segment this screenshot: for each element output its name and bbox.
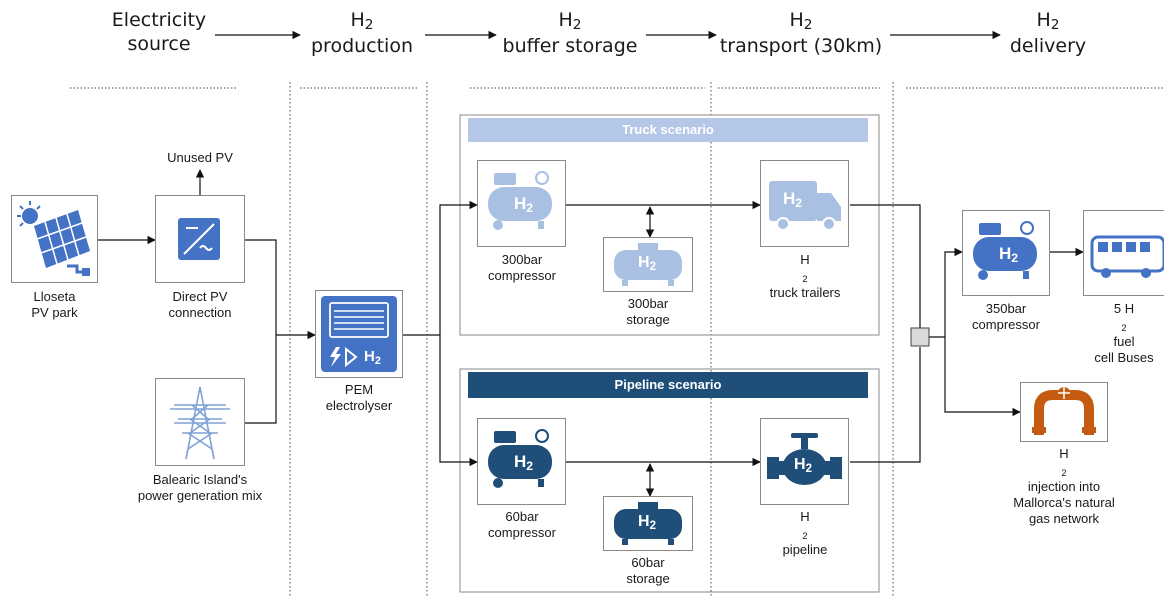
grid-node [155,378,245,466]
storage-300bar-h2-text: H2 [638,254,656,273]
junction-node [910,327,930,347]
electrolyser-icon [321,296,397,372]
storage-60bar-h2-text: H2 [638,513,656,532]
power-pylon-icon [170,386,230,460]
unused-pv-label: Unused PV [167,150,233,165]
truck-trailers-node: H2 [760,160,849,247]
truck-scenario-banner: Truck scenario [468,118,868,142]
pipeline-valve-icon [767,433,842,485]
storage-60bar-node: H2 [603,496,693,551]
compressor-icon [488,429,552,488]
pipeline-scenario-banner: Pipeline scenario [468,372,868,398]
compressor-60bar-node: H2 [477,418,566,505]
stage-title-line2: source [127,33,191,55]
pv-park-node [11,195,98,283]
compressor-350bar-h2-text: H2 [999,244,1019,266]
pipeline-h2-text: H2 [794,456,812,475]
column-separators [289,82,894,596]
stage-h2-production: H2 production [300,8,424,58]
pipeline-scenario-frame [459,368,880,593]
solar-panel-icon [17,201,90,276]
pipeline-node: H2 [760,418,849,505]
gas-pipe-icon [1032,387,1096,435]
truck-h2-text: H2 [783,189,803,211]
compressor-350bar-node: H2 [962,210,1050,296]
electrolyser-h2-text: H2 [364,348,381,367]
stage-h2-delivery: H2 delivery [1000,8,1096,58]
inverter-icon [178,218,220,260]
buses-node [1083,210,1164,296]
compressor-60bar-h2-text: H2 [514,452,534,474]
gas-injection-node [1020,382,1108,442]
storage-tank-icon [614,502,682,545]
compressor-300bar-node: H2 [477,160,566,247]
direct-pv-node [155,195,245,283]
stage-title-line1: H2 [1036,9,1060,34]
compressor-300bar-h2-text: H2 [514,194,534,216]
stage-title-line1: H2 [789,9,813,34]
stage-title-line2: buffer storage [502,35,638,57]
stage-title-line1: Electricity [111,9,207,31]
bus-icon [1090,235,1164,278]
stage-title-line1: H2 [558,9,582,34]
stage-title-line2: production [310,35,414,57]
truck-scenario-frame [459,114,880,336]
storage-tank-icon [614,243,682,286]
flow-lines [98,169,1084,497]
compressor-icon [973,221,1037,280]
compressor-icon [488,171,552,230]
stage-title-line2: transport (30km) [719,35,883,57]
stage-title-line2: delivery [1009,35,1087,57]
stage-title-line1: H2 [350,9,374,34]
stage-electricity-source: Electricity source [100,8,218,56]
electrolyser-node: H2 [315,290,403,378]
stage-h2-transport: H2 transport (30km) [716,8,886,58]
storage-300bar-node: H2 [603,237,693,292]
stage-h2-buffer-storage: H2 buffer storage [495,8,645,58]
truck-icon [769,181,841,231]
